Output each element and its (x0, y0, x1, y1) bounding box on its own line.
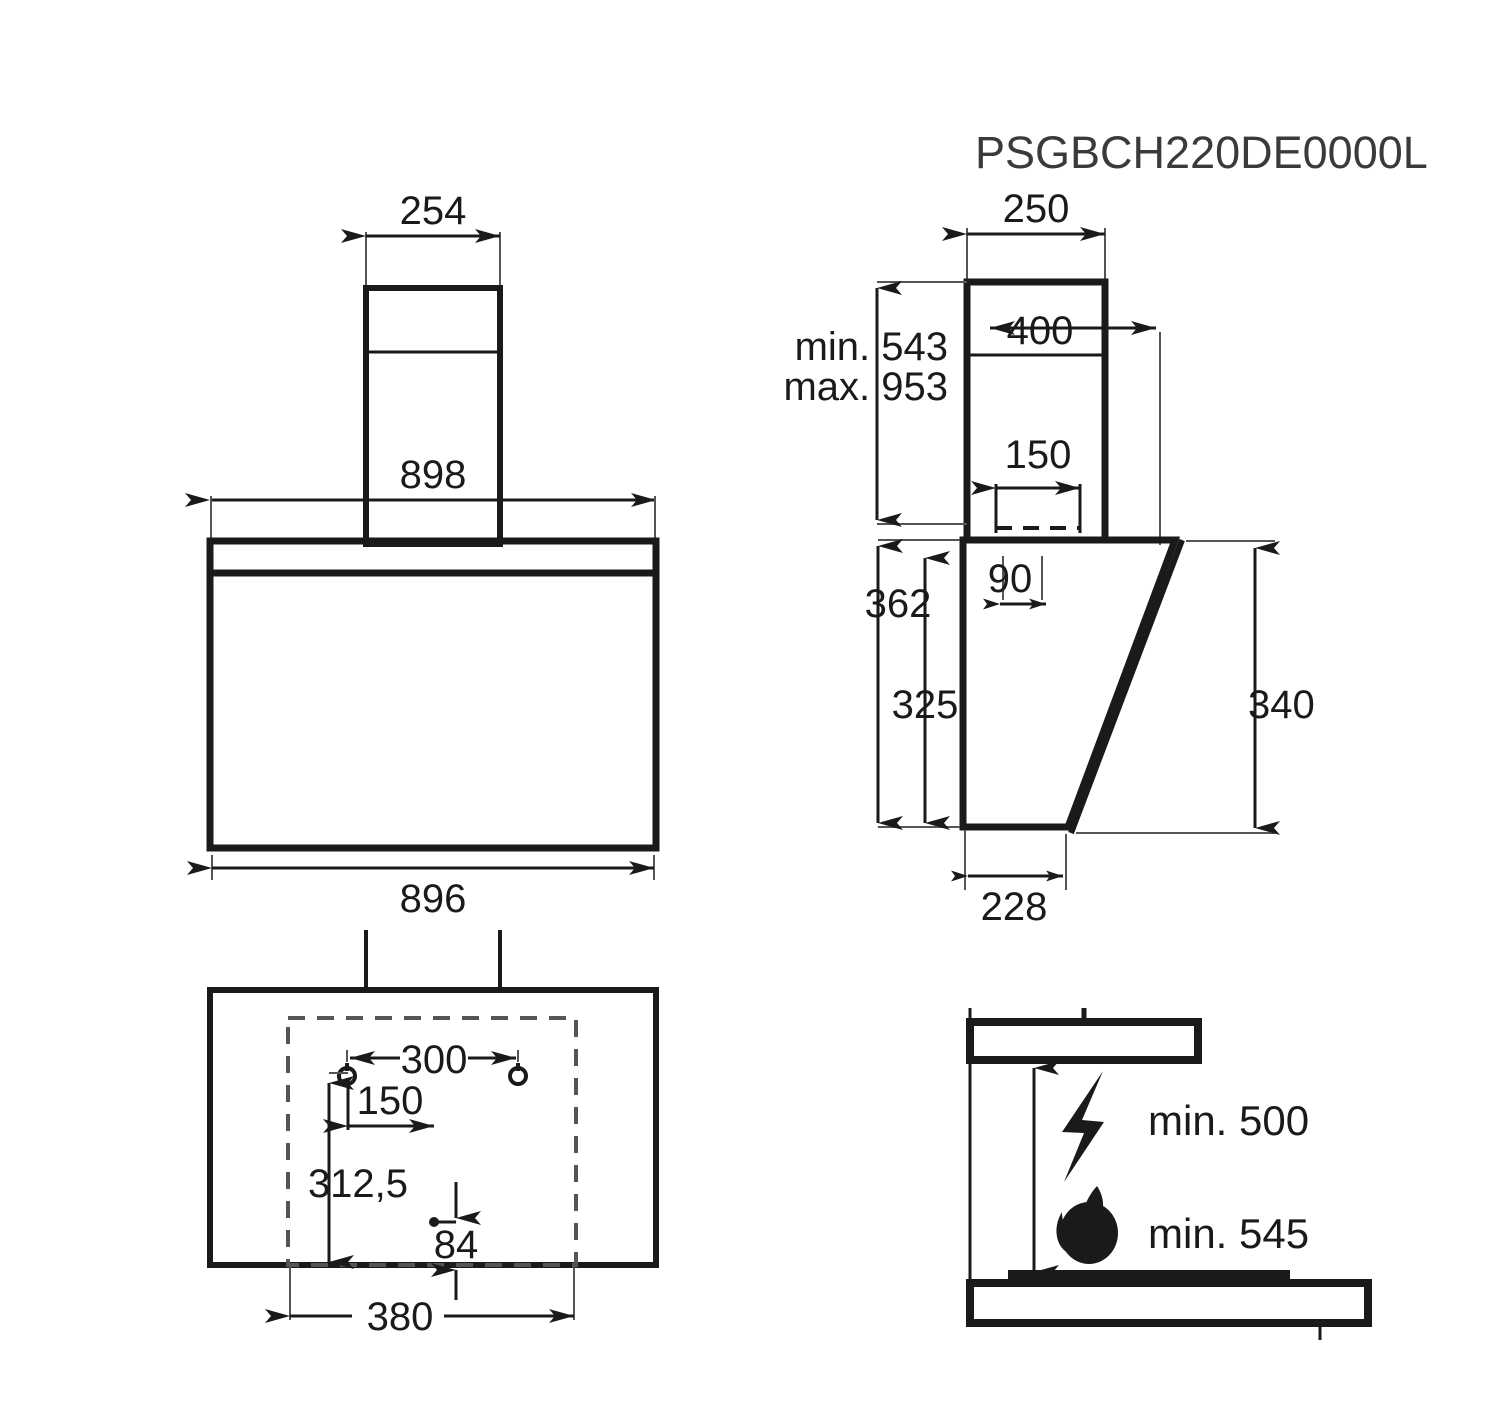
side-dim-90-label: 90 (988, 557, 1033, 601)
lightning-bolt-icon (1062, 1071, 1104, 1182)
template-dim-380-label: 380 (367, 1295, 434, 1339)
side-dim-400-label: 400 (1007, 309, 1074, 353)
front-dim-254-label: 254 (400, 189, 467, 233)
installation-clearance-view: min. 500 min. 545 (966, 1008, 1372, 1340)
side-dim-250-label: 250 (1003, 187, 1070, 231)
template-dim-300-label: 300 (401, 1038, 468, 1082)
side-dim-max-height-label: max. 953 (783, 365, 948, 409)
side-dim-362-label: 362 (865, 582, 932, 626)
keyhole-slot-right (508, 1063, 528, 1086)
template-dim-3125-label: 312,5 (308, 1162, 408, 1206)
front-dim-896-label: 896 (400, 877, 467, 921)
side-dim-150-label: 150 (1005, 433, 1072, 477)
side-body-outline (959, 536, 1181, 831)
flame-icon (1056, 1186, 1118, 1264)
side-glass-front-outer (1068, 538, 1185, 835)
clearance-gas-label: min. 545 (1148, 1210, 1309, 1257)
wall-mounting-template-view: 300 150 312,5 84 380 (207, 930, 659, 1339)
clearance-electric-label: min. 500 (1148, 1097, 1309, 1144)
front-elevation-view: 254 898 896 (185, 189, 660, 921)
side-dim-340-label: 340 (1248, 683, 1315, 727)
front-dim-898-label: 898 (400, 453, 467, 497)
side-dim-228-label: 228 (981, 885, 1048, 929)
model-title: PSGBCH220DE0000L (975, 127, 1428, 178)
front-glass-panel (206, 569, 660, 852)
side-dim-325-label: 325 (892, 683, 959, 727)
side-elevation-view: 250 min. 543 max. 953 400 150 90 (783, 187, 1314, 929)
template-dim-150-label: 150 (357, 1079, 424, 1123)
clearance-hob-plate (1008, 1270, 1290, 1284)
side-dim-min-height-label: min. 543 (795, 325, 948, 369)
template-dim-84-label: 84 (434, 1223, 479, 1267)
